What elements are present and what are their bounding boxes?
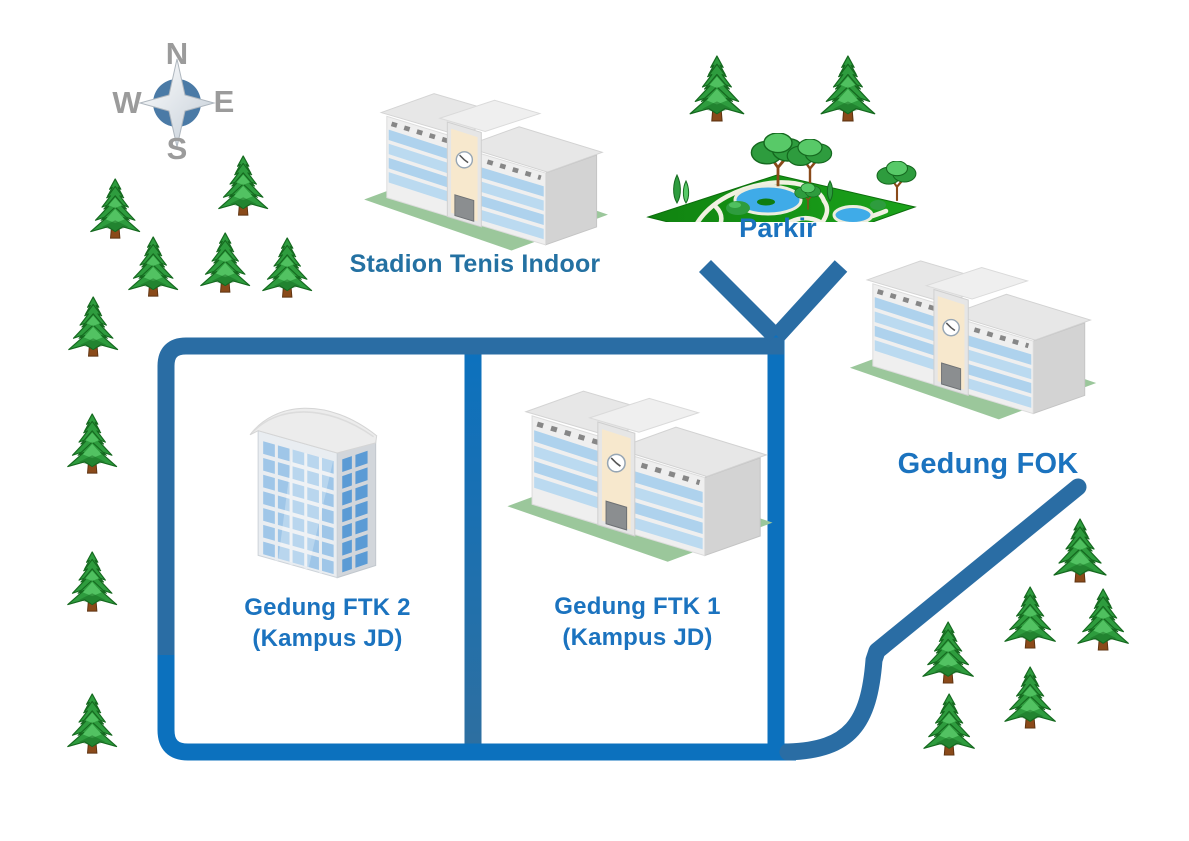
label-gedung-ftk2-line2: (Kampus JD) [252, 624, 403, 652]
label-gedung-ftk1-line1: Gedung FTK 1 [554, 593, 721, 620]
road-bottom [157, 655, 796, 761]
compass-east-label: E [213, 84, 235, 119]
pine-tree-icon [817, 55, 879, 123]
compass-west-label: W [112, 85, 142, 120]
compass-south-label: S [166, 131, 188, 166]
road-y-right-branch [770, 260, 848, 342]
pine-tree-icon [920, 693, 978, 757]
pine-tree-icon [686, 55, 748, 123]
road-top-and-left [157, 337, 784, 665]
pine-tree-icon [125, 236, 181, 298]
compass-north-label: N [165, 36, 189, 71]
pine-tree-icon [1001, 666, 1059, 730]
pine-tree-icon [215, 155, 271, 217]
pine-tree-icon [1050, 518, 1110, 584]
compass-rose-icon [138, 58, 216, 148]
pine-tree-icon [1074, 588, 1132, 652]
road-diagonal [779, 478, 1087, 761]
pine-tree-icon [87, 178, 143, 240]
label-stadion-tenis-indoor: Stadion Tenis Indoor [349, 250, 601, 278]
pine-tree-icon [259, 237, 315, 299]
pine-tree-icon [65, 296, 121, 358]
pine-tree-icon [64, 693, 120, 755]
pine-tree-icon [197, 232, 253, 294]
label-gedung-ftk2: Gedung FTK 2 (Kampus JD) [220, 593, 435, 654]
pine-tree-icon [919, 621, 977, 685]
road-y-left-branch [698, 259, 782, 343]
pine-tree-icon [64, 413, 120, 475]
label-gedung-ftk1-line2: (Kampus JD) [562, 623, 713, 651]
label-gedung-ftk2-line1: Gedung FTK 2 [244, 594, 411, 621]
pine-tree-icon [1001, 586, 1059, 650]
label-gedung-fok: Gedung FOK [897, 448, 1079, 480]
label-gedung-ftk1: Gedung FTK 1 (Kampus JD) [530, 592, 745, 653]
label-parkir: Parkir [739, 213, 817, 243]
pine-tree-icon [64, 551, 120, 613]
